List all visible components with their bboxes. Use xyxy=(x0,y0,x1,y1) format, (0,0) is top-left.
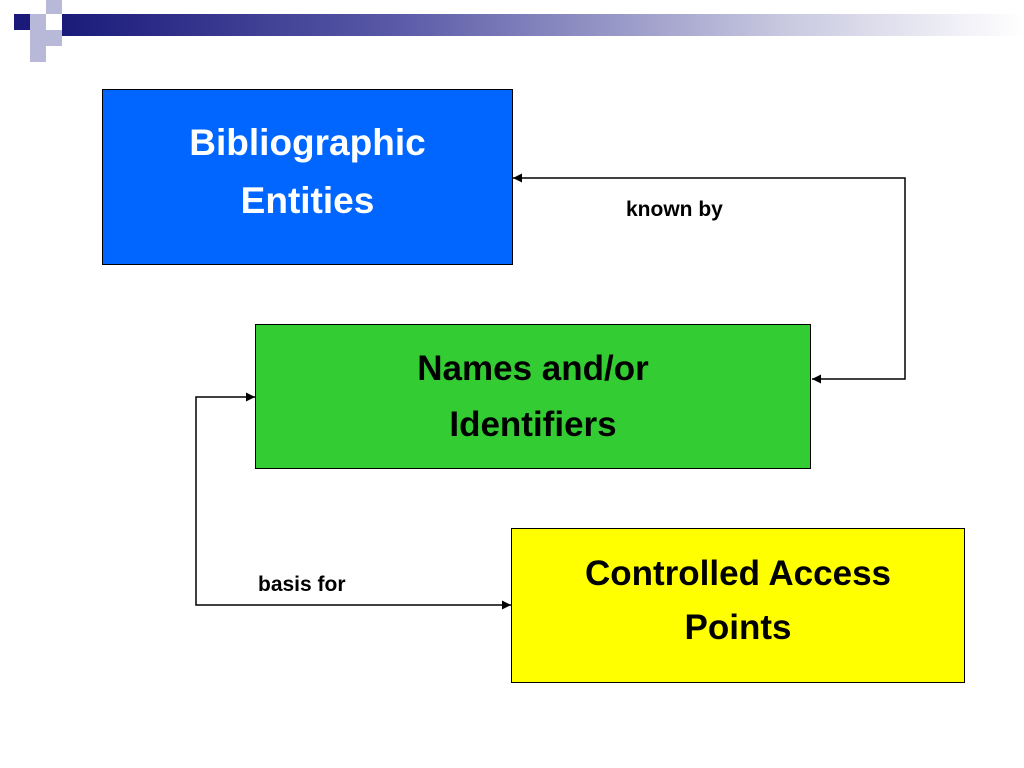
basis-for-label: basis for xyxy=(258,573,346,596)
deco-square xyxy=(14,14,30,30)
controlled-access-points-line1: Controlled Access xyxy=(584,553,891,593)
deco-square xyxy=(46,30,62,46)
deco-square xyxy=(30,46,46,62)
controlled-access-points-line2: Points xyxy=(684,607,792,647)
deco-square xyxy=(30,14,46,30)
known-by-label: known by xyxy=(626,198,723,221)
bibliographic-entities-line2: Entities xyxy=(240,180,375,221)
names-identifiers-box: Names and/or Identifiers xyxy=(255,324,811,469)
names-identifiers-line2: Identifiers xyxy=(449,404,617,444)
bibliographic-entities-line1: Bibliographic xyxy=(189,122,426,163)
known-by-connector xyxy=(580,177,906,380)
deco-square xyxy=(46,0,62,14)
controlled-access-points-box: Controlled Access Points xyxy=(511,528,965,683)
names-identifiers-line1: Names and/or xyxy=(417,348,649,388)
deco-square xyxy=(30,30,46,46)
header-gradient-bar xyxy=(62,14,1024,36)
header-decoration xyxy=(0,0,1024,62)
basis-for-connector xyxy=(195,396,435,606)
bibliographic-entities-box: Bibliographic Entities xyxy=(102,89,513,265)
